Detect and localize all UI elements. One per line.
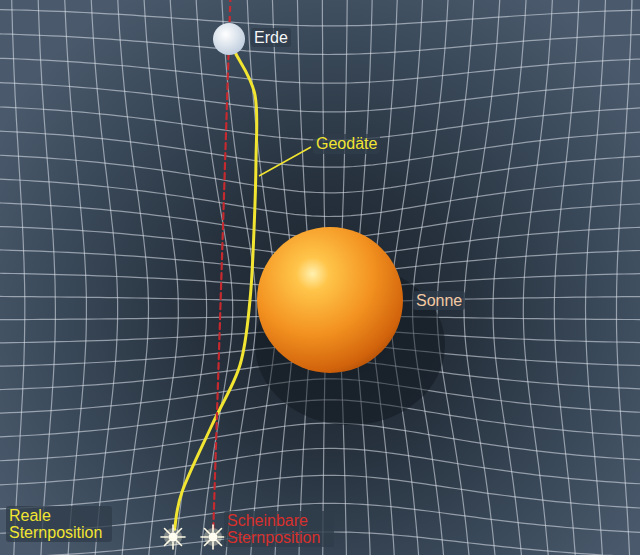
apparent-star-node: Scheinbare Sternposition (198, 511, 308, 547)
leader-line (259, 147, 311, 176)
label-holder: Geodäte (0, 0, 67, 20)
star-shape (160, 524, 186, 550)
star-ray (205, 541, 210, 546)
grid-line (168, 0, 207, 555)
grid-line (0, 8, 640, 26)
star-ray (161, 536, 168, 538)
star-ray (172, 542, 174, 549)
star-ray (177, 541, 182, 546)
grid-line (464, 0, 502, 555)
planet-label: Erde (251, 28, 291, 47)
star-ray (177, 529, 182, 534)
star-ray (201, 536, 208, 538)
earth-disc (213, 23, 245, 55)
sun-label: Sonne (413, 291, 465, 310)
grid-line (0, 128, 640, 167)
star-position-label: Scheinbare Sternposition (224, 511, 334, 547)
star-ray (165, 541, 170, 546)
star-ray (205, 529, 210, 534)
star-core (169, 533, 178, 542)
grid-line (0, 153, 640, 193)
grid-line (586, 0, 607, 555)
grid-line (617, 0, 634, 555)
star-ray (212, 542, 214, 549)
grid-line (11, 0, 25, 555)
star-ray (217, 529, 222, 534)
grid-line (0, 32, 640, 54)
star-ray (212, 525, 214, 532)
sight-line-extension (229, 0, 232, 22)
grid-line (142, 0, 179, 555)
grid-line (437, 0, 476, 555)
grid-line (37, 0, 56, 555)
grid-line (554, 0, 580, 555)
grid-line (0, 423, 640, 463)
grid-line (523, 0, 554, 555)
geodesic-label: Geodäte (313, 134, 380, 154)
star-position-label: Reale Sternposition (6, 506, 112, 542)
star-ray (178, 536, 185, 538)
geodesic-path (175, 54, 257, 530)
star-ray (217, 541, 222, 546)
grid-line (116, 0, 149, 555)
grid-line (63, 0, 86, 555)
sun-disc (257, 227, 403, 373)
grid-line (194, 0, 233, 555)
earth-shape (213, 23, 245, 55)
star-shape (200, 524, 226, 550)
star-ray (172, 525, 174, 532)
grid-line (89, 0, 117, 555)
grid-line (413, 0, 451, 555)
star-ray (165, 529, 170, 534)
sun-shape (257, 227, 403, 373)
grid-line (0, 448, 640, 487)
star-core (209, 533, 218, 542)
earth-circle: Erde (210, 20, 250, 39)
apparent-sight-line (213, 55, 228, 529)
grid-line (493, 0, 528, 555)
sun-sphere: Sonne (257, 227, 309, 246)
real-star-node: Reale Sternposition (6, 506, 112, 542)
